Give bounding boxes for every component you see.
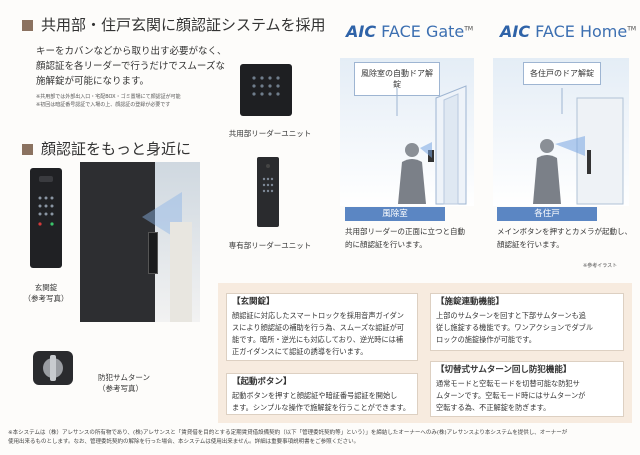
card-line: 起動ボタンを押すと顔認証や暗証番号認証を開始し: [232, 391, 398, 400]
face-home-desc: メインボタンを押すとカメラが起動し、 顔認証を行います。: [497, 225, 637, 251]
aic-logo: AIC: [346, 22, 377, 41]
card-title: 【施錠連動機能】: [436, 297, 505, 307]
private-reader-label: 専有部リーダーユニット: [228, 241, 312, 250]
door-panel: [80, 162, 155, 322]
face-gate-desc-line: 共用部リーダーの正面に立つと自動: [345, 227, 465, 236]
card-line: 顔認証に対応したスマートロックを採用音声ガイダン: [232, 311, 404, 320]
card-body: 顔認証に対応したスマートロックを採用音声ガイダン スにより顔認証の補助を行う為、…: [232, 310, 418, 358]
common-reader-unit-image: [240, 64, 292, 116]
card-line: 能です。暗所・逆光にも対応しており、逆光時には補: [232, 335, 404, 344]
face-home-scene: 各住戸のドア解錠: [493, 58, 629, 206]
card-line: 通常モードと空転モードを切替可能な防犯サ: [436, 379, 580, 388]
caption-line: （参考写真）: [23, 294, 69, 303]
thumb-turn-icon: [33, 351, 73, 385]
entrance-illustration: [396, 85, 467, 205]
caption-line: 玄関錠: [34, 283, 58, 292]
card-linked-lock: [430, 293, 624, 351]
card-body: 起動ボタンを押すと顔認証や暗証番号認証を開始し ます。シンプルな操作で施解錠を行…: [232, 390, 418, 414]
face-gate-scene: 風除室の自動ドア解錠: [340, 58, 474, 206]
face-home-name: FACE Home: [535, 22, 628, 41]
lock-keypad-icon: [38, 176, 54, 226]
section2-title: 顔認証をもっと身近に: [41, 140, 192, 158]
face-gate-brand: AIC FACE GateTM: [346, 22, 473, 41]
heading-square-icon: [22, 144, 33, 155]
card-line: ムターンです。空転モード時にはサムターンが: [436, 391, 586, 400]
card-line: 従し施錠する機能です。ワンアクションでダブル: [436, 323, 594, 332]
front-lock-photo: [30, 168, 62, 268]
section-heading-closer: 顔認証をもっと身近に: [22, 138, 191, 159]
trademark: TM: [627, 25, 637, 33]
caption-line: 防犯サムターン: [98, 373, 150, 382]
caption-line: （参考写真）: [98, 384, 143, 393]
section1-body: キーをカバンなどから取り出す必要がなく、 顔認証を各リーダーで行うだけでスムーズ…: [36, 44, 236, 109]
keypad-icon: [252, 76, 280, 96]
card-start-button: [226, 373, 418, 415]
thumb-turn-caption: 防犯サムターン （参考写真）: [98, 372, 160, 394]
card-line: 空転する為、不正解錠を防ぎます。: [436, 403, 551, 412]
reader-keypad-icon: [262, 164, 274, 193]
card-line: ます。シンプルな操作で施解錠を行うことができます。: [232, 403, 411, 412]
section-heading-face-auth: 共用部・住戸玄関に顔認証システムを採用: [22, 14, 326, 35]
face-home-brand: AIC FACE HomeTM: [500, 22, 636, 41]
card-title: 【起動ボタン】: [232, 377, 292, 387]
face-home-desc-line: メインボタンを押すとカメラが起動し、: [497, 227, 632, 236]
trademark: TM: [464, 25, 474, 33]
card-title: 【切替式サムターン回し防犯機能】: [436, 365, 572, 375]
section1-note: ※初回は暗証番号認証で入場の上、顔認証の登録が必要です: [36, 102, 171, 108]
common-reader-label: 共用部リーダーユニット: [228, 129, 312, 138]
face-gate-ribbon: 風除室: [345, 207, 445, 221]
section1-body-line: キーをカバンなどから取り出す必要がなく、: [36, 46, 227, 57]
heading-square-icon: [22, 20, 33, 31]
front-lock-caption: 玄関錠 （参考写真）: [20, 282, 72, 304]
door-illustration: [533, 88, 624, 205]
face-gate-desc-line: 的に顔認証を行います。: [345, 240, 427, 249]
card-title: 【玄関錠】: [232, 297, 275, 307]
card-body: 上部のサムターンを回すと下部サムターンも追 従し施錠する機能です。ワンアクション…: [436, 310, 622, 346]
card-line: 正ガイダンスにて認証の誘導を行います。: [232, 347, 368, 356]
section1-body-line: 顔認証を各リーダーで行うだけでスムーズな: [36, 61, 225, 72]
private-reader-unit-image: [257, 157, 279, 227]
feature-panel: 【玄関錠】 顔認証に対応したスマートロックを採用音声ガイダン スにより顔認証の補…: [218, 283, 632, 423]
face-home-callout: 各住戸のドア解錠: [523, 62, 601, 85]
door-lock-unit: [148, 232, 158, 274]
footer-disclaimer: ※本システムは（株）アレサンスの所有物であり、(株)アレサンスと「賃貸借を目的と…: [8, 429, 634, 447]
card-body: 通常モードと空転モードを切替可能な防犯サ ムターンです。空転モード時にはサムター…: [436, 378, 622, 414]
door-photo: [80, 162, 200, 322]
section1-body-line: 施解錠が可能になります。: [36, 76, 150, 87]
thumb-turn-photo: [30, 345, 76, 391]
section1-title: 共用部・住戸玄関に顔認証システムを採用: [41, 16, 326, 34]
card-front-lock: [226, 293, 418, 361]
face-gate-name: FACE Gate: [381, 22, 465, 41]
face-home-ribbon: 各住戸: [497, 207, 597, 221]
section1-note: ※共用部では外部出入口・宅配BOX・ゴミ置場にて顔認証が可能: [36, 94, 181, 100]
aic-logo: AIC: [500, 22, 531, 41]
footer-line: ※本システムは（株）アレサンスの所有物であり、(株)アレサンスと「賃貸借を目的と…: [8, 430, 568, 436]
footer-line: 使用出来るものとします。なお、管理委託契約の解除を行った場合、本システムは使用出…: [8, 439, 360, 445]
card-line: 上部のサムターンを回すと下部サムターンも追: [436, 311, 586, 320]
card-switch-thumb-turn: [430, 361, 624, 417]
face-home-desc-line: 顔認証を行います。: [497, 240, 564, 249]
card-line: スにより顔認証の補助を行う為、スムーズな認証が可: [232, 323, 404, 332]
card-line: ロックの施錠操作が可能です。: [436, 335, 536, 344]
person-silhouette: [170, 222, 192, 322]
face-gate-desc: 共用部リーダーの正面に立つと自動 的に顔認証を行います。: [345, 225, 485, 251]
reference-illustration-note: ※参考イラスト: [583, 263, 618, 269]
